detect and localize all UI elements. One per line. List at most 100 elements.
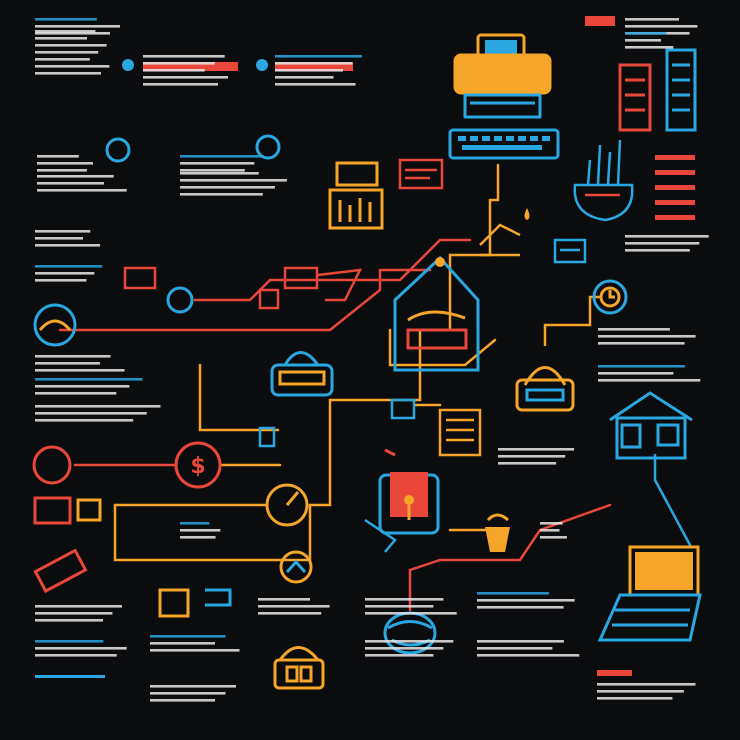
text-line [540,522,563,525]
text-line [35,647,127,650]
text-line [275,76,334,79]
text-line [180,193,263,196]
text-line [150,699,215,702]
chart-window-icon [123,266,363,310]
text-line [598,365,685,368]
gauge-orange-icon [265,483,309,527]
headline-bars [35,16,695,678]
red-heading-bottom-right [597,670,632,676]
text-line [275,83,356,86]
text-line [35,619,103,622]
text-line [143,62,215,65]
text-line [258,612,322,615]
text-line [35,65,110,68]
connector-red-top [193,238,472,302]
dollar-coin-icon: $ [105,134,281,489]
piggy-bank-icon [158,588,232,618]
text-line [365,640,454,643]
text-line [625,39,661,42]
text-line [365,598,444,601]
connector-blue-house [653,453,692,547]
text-line [150,692,226,695]
connector-red-bottom [408,503,612,612]
text-line [598,328,670,331]
text-line [35,18,97,21]
text-line [598,342,685,345]
section-2-bullet [256,59,268,71]
list-red-bar-3 [655,185,695,190]
text-line [37,182,104,185]
illegible-body-text [35,18,709,702]
text-line [625,46,674,49]
wallet-icon [553,238,587,264]
text-line [35,230,91,233]
clock-icon [592,279,628,315]
svg-text:$: $ [190,454,205,479]
text-line [498,448,575,451]
text-line [258,598,310,601]
connector-red-mid [58,268,432,332]
text-line [37,169,87,172]
text-line [150,649,240,652]
laptop-icon [597,545,702,642]
text-line [143,76,228,79]
money-stack-icon [33,548,313,594]
text-line [35,44,107,47]
text-line [35,654,117,657]
text-line [597,697,673,700]
text-line [35,265,103,268]
connector-orange-dollar [198,363,280,432]
text-line [37,162,93,165]
text-line [477,592,549,595]
text-line [35,385,130,388]
plant-pot-icon [573,139,634,222]
server-rack-icon [618,48,697,132]
text-line [625,18,679,21]
keyboard-icon [448,128,560,160]
text-line [498,462,557,465]
text-line [180,169,245,172]
text-line [625,25,698,28]
text-line [365,605,434,608]
text-line [35,272,95,275]
printer-icon [453,33,552,119]
list-red-bar-5 [655,215,695,220]
connector-lines [58,163,692,612]
text-line [477,606,564,609]
text-line [35,392,117,395]
text-line [35,244,101,247]
text-line [35,72,101,75]
text-line [143,55,225,58]
text-line [143,69,205,72]
text-line [37,175,114,178]
text-line [258,605,330,608]
text-line [35,640,104,643]
text-line [275,69,343,72]
handbag-icon [270,351,334,397]
text-line [143,83,218,86]
receipt-icon [273,646,325,690]
text-line [35,378,143,381]
text-line [35,412,147,415]
text-line [540,529,560,532]
text-line [35,405,161,408]
text-line [597,683,696,686]
text-line [35,25,120,28]
text-line [35,419,134,422]
text-line [625,235,709,238]
text-line [37,189,127,192]
text-line [35,32,110,35]
text-line [150,685,236,688]
blue-rule-1 [35,675,105,678]
text-line [180,186,275,189]
text-line [498,455,566,458]
text-line [35,612,113,615]
lock-icon [378,448,440,535]
text-line [365,654,434,657]
text-line [37,155,79,158]
text-line [35,605,122,608]
text-line [275,62,353,65]
connector-orange-right [543,295,602,347]
